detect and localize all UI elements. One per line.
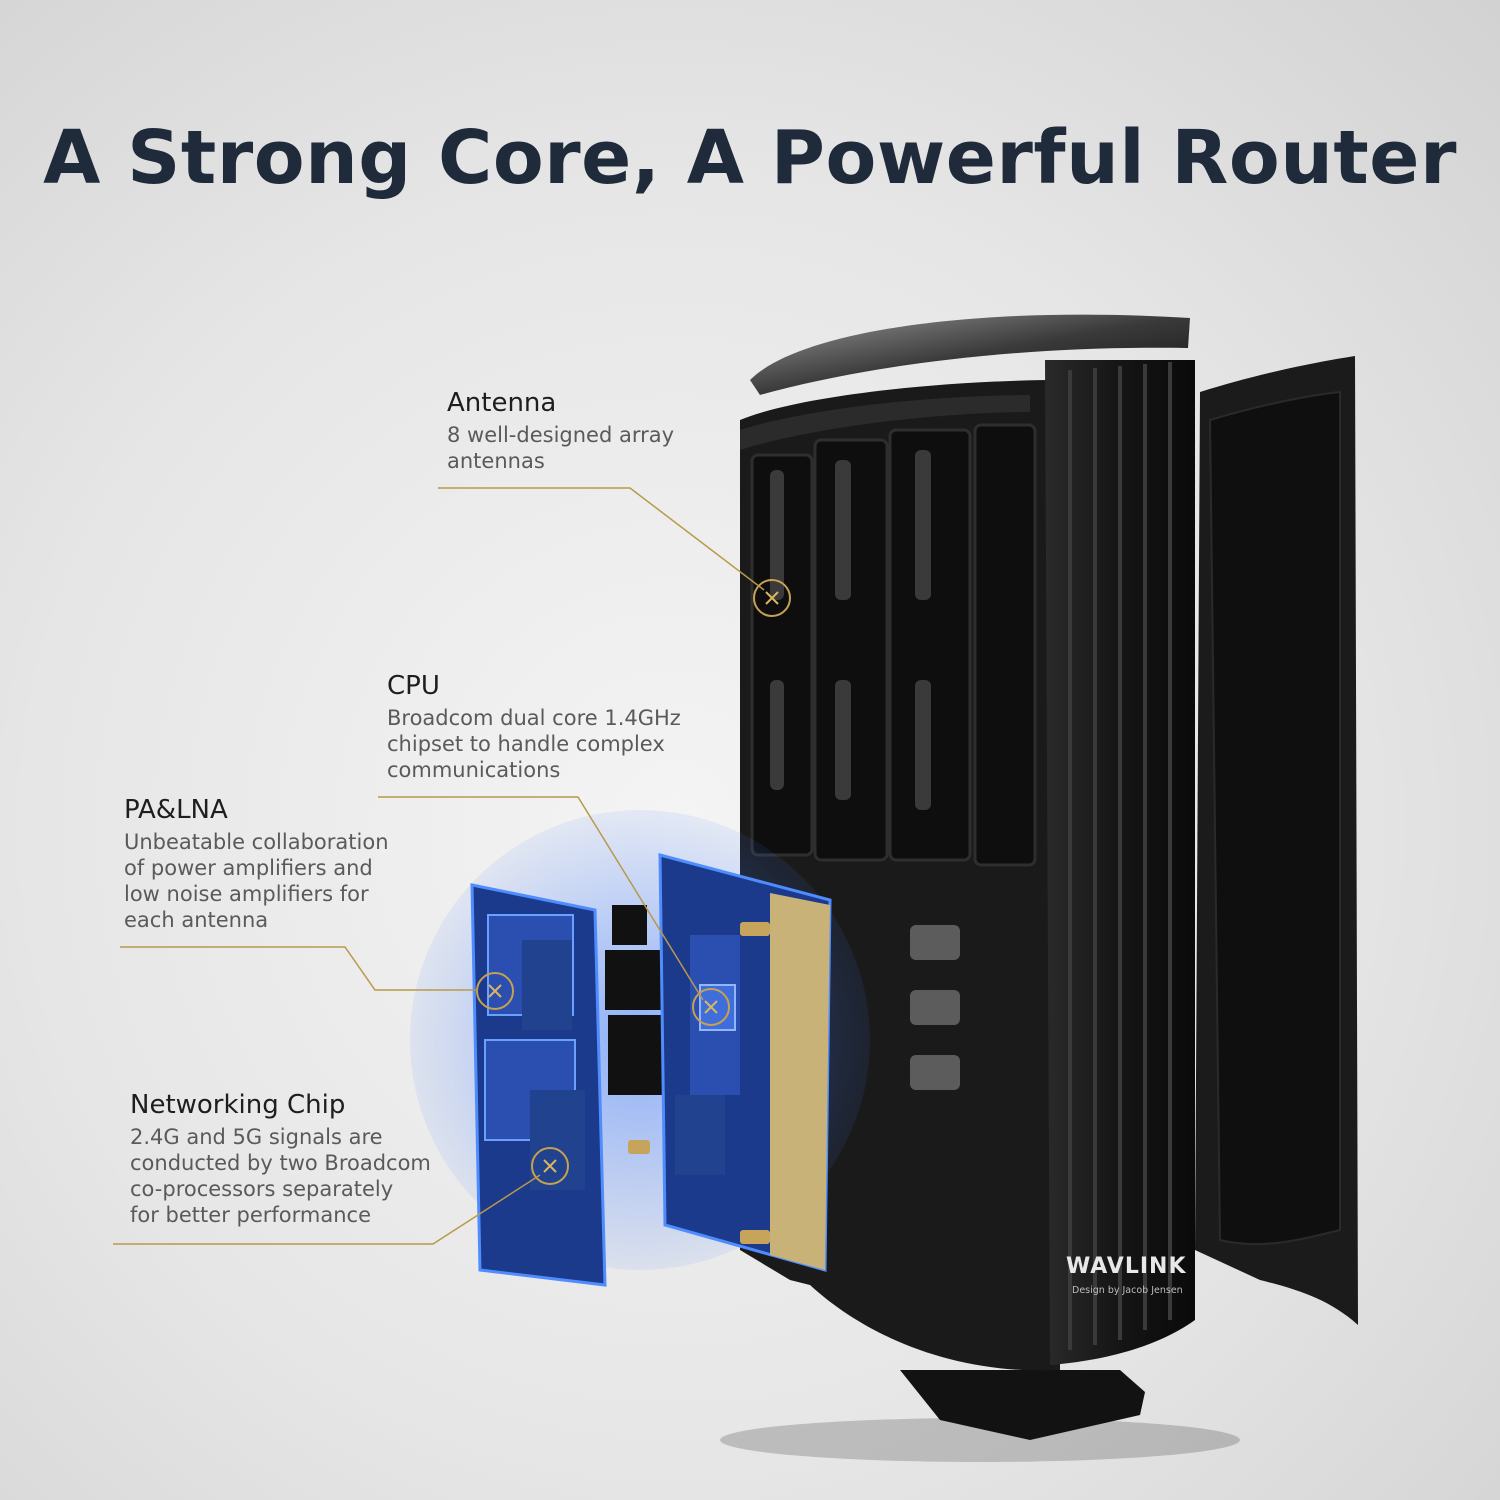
callout-description: 2.4G and 5G signals are conducted by two… bbox=[130, 1124, 431, 1228]
callout-antenna: Antenna 8 well-designed array antennas bbox=[447, 388, 674, 474]
brand-credit: Design by Jacob Jensen bbox=[1072, 1285, 1183, 1296]
board-connectors bbox=[605, 905, 665, 1095]
callout-line: 8 well-designed array bbox=[447, 423, 675, 447]
standoffs bbox=[628, 922, 770, 1244]
callout-line: 2.4G and 5G signals are bbox=[130, 1125, 383, 1149]
callout-description: 8 well-designed array antennas bbox=[447, 422, 674, 474]
callout-line: co-processors separately bbox=[130, 1177, 394, 1201]
target-marks bbox=[488, 591, 779, 1173]
antenna-slots bbox=[770, 450, 931, 810]
callout-cpu: CPU Broadcom dual core 1.4GHz chipset to… bbox=[387, 671, 681, 783]
callout-title: CPU bbox=[387, 671, 440, 701]
callout-line: low noise amplifiers for bbox=[124, 882, 369, 906]
top-lid bbox=[750, 314, 1190, 395]
callout-line: antennas bbox=[447, 449, 545, 473]
callout-title: PA&LNA bbox=[124, 795, 228, 825]
callout-line: conducted by two Broadcom bbox=[130, 1151, 431, 1175]
callout-line: Unbeatable collaboration bbox=[124, 830, 389, 854]
callout-networking-chip: Networking Chip 2.4G and 5G signals are … bbox=[130, 1090, 431, 1228]
leader-lines bbox=[113, 487, 765, 1245]
callout-line: chipset to handle complex bbox=[387, 732, 665, 756]
pcb-left bbox=[470, 883, 607, 1287]
callout-line: Broadcom dual core 1.4GHz bbox=[387, 706, 681, 730]
callout-line: for better performance bbox=[130, 1203, 371, 1227]
brand-logo: WAVLINK bbox=[1066, 1254, 1187, 1279]
callout-line: communications bbox=[387, 758, 561, 782]
floor-shadow bbox=[720, 1418, 1240, 1462]
callout-line: each antenna bbox=[124, 908, 269, 932]
callout-title: Antenna bbox=[447, 388, 557, 418]
antenna-bays bbox=[750, 423, 1037, 867]
callout-description: Unbeatable collaboration of power amplif… bbox=[124, 829, 389, 933]
callout-title: Networking Chip bbox=[130, 1090, 346, 1120]
rear-cover-inner bbox=[1208, 390, 1341, 1246]
antenna-target bbox=[753, 579, 791, 617]
pa-lna-leader bbox=[120, 946, 478, 991]
networking-chip-leader bbox=[113, 1174, 541, 1245]
gold-shield bbox=[770, 893, 830, 1270]
cpu-leader bbox=[378, 796, 704, 1001]
callout-description: Broadcom dual core 1.4GHz chipset to han… bbox=[387, 705, 681, 783]
page-title: A Strong Core, A Powerful Router bbox=[43, 115, 1457, 201]
lower-frame bbox=[910, 925, 960, 1090]
callout-line: of power amplifiers and bbox=[124, 856, 373, 880]
vent-ring bbox=[740, 395, 1030, 450]
callout-pa-lna: PA&LNA Unbeatable collaboration of power… bbox=[124, 795, 389, 933]
antenna-leader bbox=[438, 487, 765, 591]
fin-lines bbox=[1068, 362, 1172, 1350]
stand-base bbox=[900, 1370, 1145, 1440]
